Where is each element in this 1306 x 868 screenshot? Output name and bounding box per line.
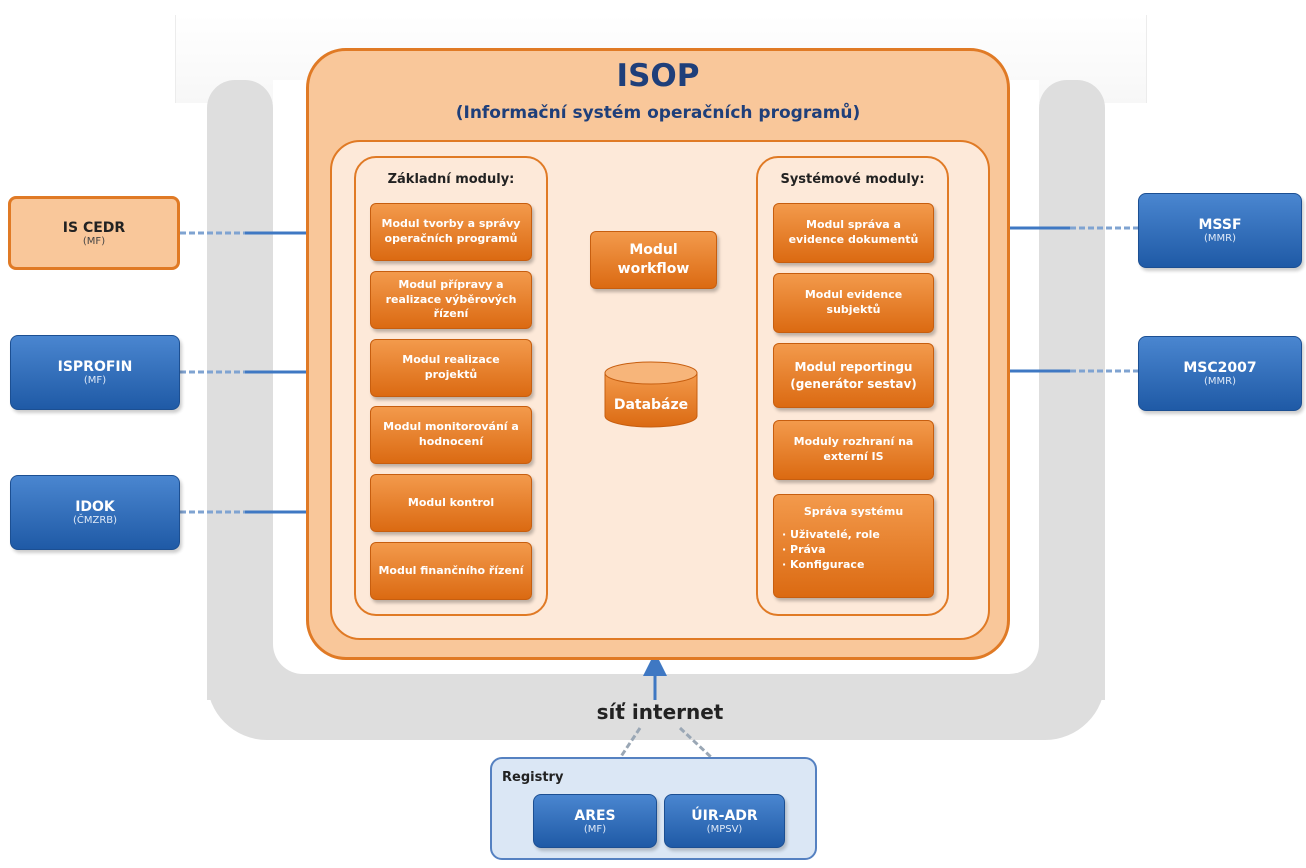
external-name: MSSF (1198, 217, 1242, 233)
external-owner: (ČMZRB) (72, 515, 118, 526)
external-owner: (MF) (83, 375, 107, 386)
network-label: síť internet (596, 700, 724, 724)
basic-modules-title: Základní moduly: (387, 172, 515, 187)
external-isprofin: ISPROFIN (MF) (10, 335, 180, 410)
network-band-right (1039, 80, 1105, 700)
external-owner: (MMR) (1203, 376, 1236, 387)
module-workflow: Modul workflow (590, 231, 717, 289)
module-financial-management: Modul finančního řízení (370, 542, 532, 600)
database-icon (604, 361, 698, 428)
module-external-interfaces: Moduly rozhraní na externí IS (773, 420, 934, 480)
module-document-management: Modul správa a evidence dokumentů (773, 203, 934, 263)
registry-name: ARES (574, 807, 616, 824)
external-name: MSC2007 (1183, 360, 1257, 376)
module-project-realization: Modul realizace projektů (370, 339, 532, 397)
external-idok: IDOK (ČMZRB) (10, 475, 180, 550)
external-owner: (MF) (82, 235, 106, 247)
external-owner: (MMR) (1203, 233, 1236, 244)
external-name: IDOK (75, 499, 115, 515)
system-modules-title: Systémové moduly: (780, 172, 925, 187)
registry-ares: ARES (MF) (533, 794, 657, 848)
module-monitoring: Modul monitorování a hodnocení (370, 406, 532, 464)
system-administration-title: Správa systému (803, 505, 904, 518)
network-band-left (207, 80, 273, 700)
registry-owner: (MPSV) (706, 823, 743, 835)
external-name: ISPROFIN (57, 359, 133, 375)
external-msc2007: MSC2007 (MMR) (1138, 336, 1302, 411)
link-registry-right (678, 726, 714, 760)
isop-title: ISOP (616, 58, 700, 94)
registry-owner: (MF) (583, 823, 607, 835)
registry-name: ÚIR-ADR (691, 807, 758, 824)
module-system-administration: Správa systému · Uživatelé, role · Práva… (773, 494, 934, 598)
module-op-management: Modul tvorby a správy operačních program… (370, 203, 532, 261)
admin-item-rights: · Práva (782, 542, 826, 556)
database-label: Databáze (613, 397, 689, 413)
admin-item-configuration: · Konfigurace (782, 557, 865, 571)
module-tender-preparation: Modul přípravy a realizace výběrových ří… (370, 271, 532, 329)
module-reporting: Modul reportingu (generátor sestav) (773, 343, 934, 408)
isop-subtitle: (Informační systém operačních programů) (455, 103, 861, 123)
external-mssf: MSSF (MMR) (1138, 193, 1302, 268)
registry-uir-adr: ÚIR-ADR (MPSV) (664, 794, 785, 848)
external-name: IS CEDR (62, 219, 126, 236)
link-registry-left (618, 727, 642, 759)
module-controls: Modul kontrol (370, 474, 532, 532)
module-subject-registry: Modul evidence subjektů (773, 273, 934, 333)
admin-item-users: · Uživatelé, role (782, 527, 880, 541)
external-is-cedr: IS CEDR (MF) (8, 196, 180, 270)
registry-title: Registry (502, 770, 564, 785)
